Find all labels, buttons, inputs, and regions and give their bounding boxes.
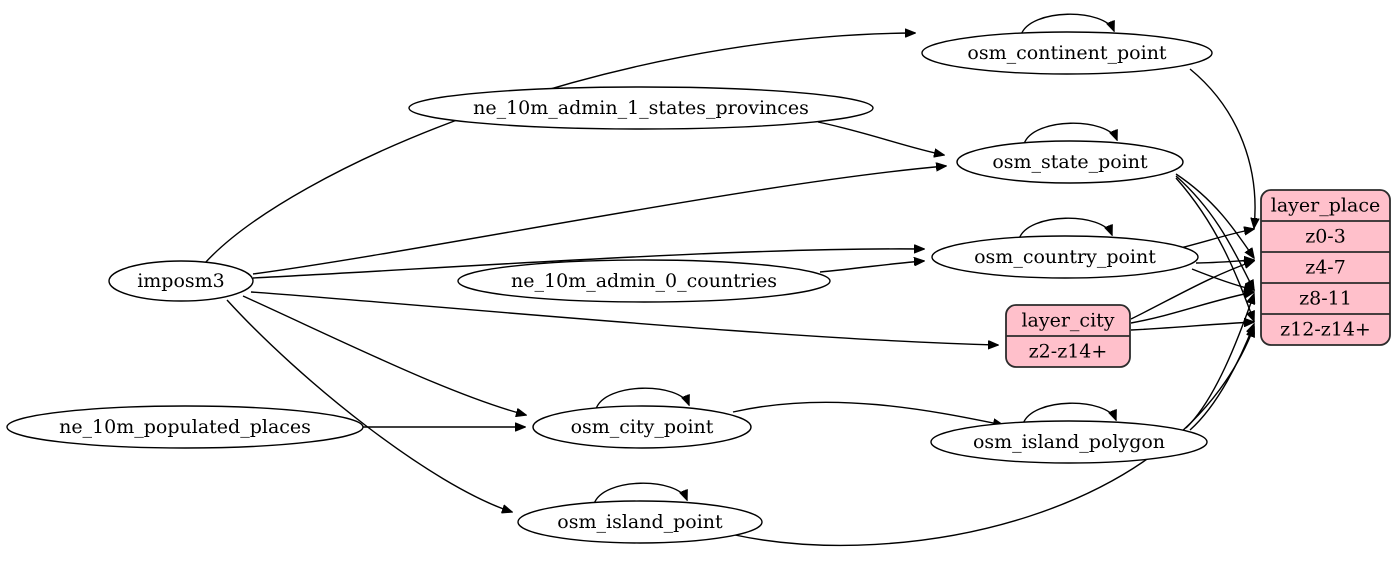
edge-osm_city_point-to-osm_island_polygon bbox=[732, 401, 1003, 425]
edge-imposm3-to-layer_city bbox=[250, 291, 998, 345]
node-shape-osm_continent_point[interactable] bbox=[921, 31, 1213, 75]
node-osm_island_point[interactable]: osm_island_point bbox=[517, 500, 763, 544]
node-shape-ne_states[interactable] bbox=[408, 86, 874, 130]
node-shape-osm_state_point[interactable] bbox=[956, 140, 1184, 184]
edge-osm_country_point-to-layer_place_r2 bbox=[1191, 268, 1254, 290]
edge-osm_country_point-to-layer_place_r0 bbox=[1179, 229, 1254, 249]
edge-ne_states-to-osm_state_point bbox=[817, 121, 944, 155]
edge-layer_city-to-layer_place_r3 bbox=[1130, 322, 1254, 331]
edge-osm_country_point-to-layer_place_r1 bbox=[1195, 260, 1254, 263]
edge-osm_island_point-to-layer_place_r3 bbox=[734, 327, 1254, 547]
node-ne_populated[interactable]: ne_10m_populated_places bbox=[6, 405, 364, 449]
self-loop-osm_city_point bbox=[595, 387, 689, 410]
node-shape-osm_city_point[interactable] bbox=[532, 405, 752, 449]
edge-imposm3-to-osm_island_point bbox=[226, 299, 512, 512]
edges-layer bbox=[204, 33, 1255, 547]
edge-osm_state_point-to-layer_place_r1 bbox=[1175, 173, 1254, 258]
self-loop-osm_island_point bbox=[593, 482, 687, 505]
node-shape-ne_countries[interactable] bbox=[457, 259, 831, 303]
node-osm_state_point[interactable]: osm_state_point bbox=[956, 140, 1184, 184]
node-osm_city_point[interactable]: osm_city_point bbox=[532, 405, 752, 449]
edge-ne_countries-to-osm_country_point bbox=[819, 261, 924, 273]
self-loop-osm_country_point bbox=[1018, 217, 1112, 240]
node-shape-osm_country_point[interactable] bbox=[931, 235, 1199, 279]
node-shape-osm_island_polygon[interactable] bbox=[930, 420, 1208, 464]
edge-osm_island_polygon-to-layer_place_r2 bbox=[1185, 294, 1254, 429]
edge-imposm3-to-osm_continent_point bbox=[204, 33, 915, 264]
node-osm_island_polygon[interactable]: osm_island_polygon bbox=[930, 420, 1208, 464]
self-loop-osm_state_point bbox=[1023, 122, 1117, 145]
self-loop-osm_island_polygon bbox=[1022, 402, 1116, 425]
layer-table-bg-layer_place bbox=[1260, 189, 1391, 346]
node-shape-imposm3[interactable] bbox=[108, 260, 254, 302]
edge-osm_continent_point-to-layer_place_r0 bbox=[1189, 68, 1255, 228]
node-ne_states[interactable]: ne_10m_admin_1_states_provinces bbox=[408, 86, 874, 130]
edge-layer_city-to-layer_place_r2 bbox=[1130, 292, 1254, 324]
self-loop-osm_continent_point bbox=[1020, 13, 1114, 36]
self-loops-layer bbox=[593, 13, 1117, 505]
node-imposm3[interactable]: imposm3 bbox=[108, 260, 254, 302]
node-shape-osm_island_point[interactable] bbox=[517, 500, 763, 544]
node-shape-ne_populated[interactable] bbox=[6, 405, 364, 449]
nodes-layer: imposm3 ne_10m_admin_1_states_provincesne… bbox=[6, 31, 1213, 544]
edge-layer_city-to-layer_place_r1 bbox=[1130, 261, 1254, 320]
node-osm_continent_point[interactable]: osm_continent_point bbox=[921, 31, 1213, 75]
node-ne_countries[interactable]: ne_10m_admin_0_countries bbox=[457, 259, 831, 303]
node-osm_country_point[interactable]: osm_country_point bbox=[931, 235, 1199, 279]
edge-imposm3-to-osm_state_point bbox=[252, 166, 946, 275]
edge-imposm3-to-osm_city_point bbox=[242, 295, 526, 415]
edge-imposm3-to-osm_country_point bbox=[252, 249, 924, 279]
